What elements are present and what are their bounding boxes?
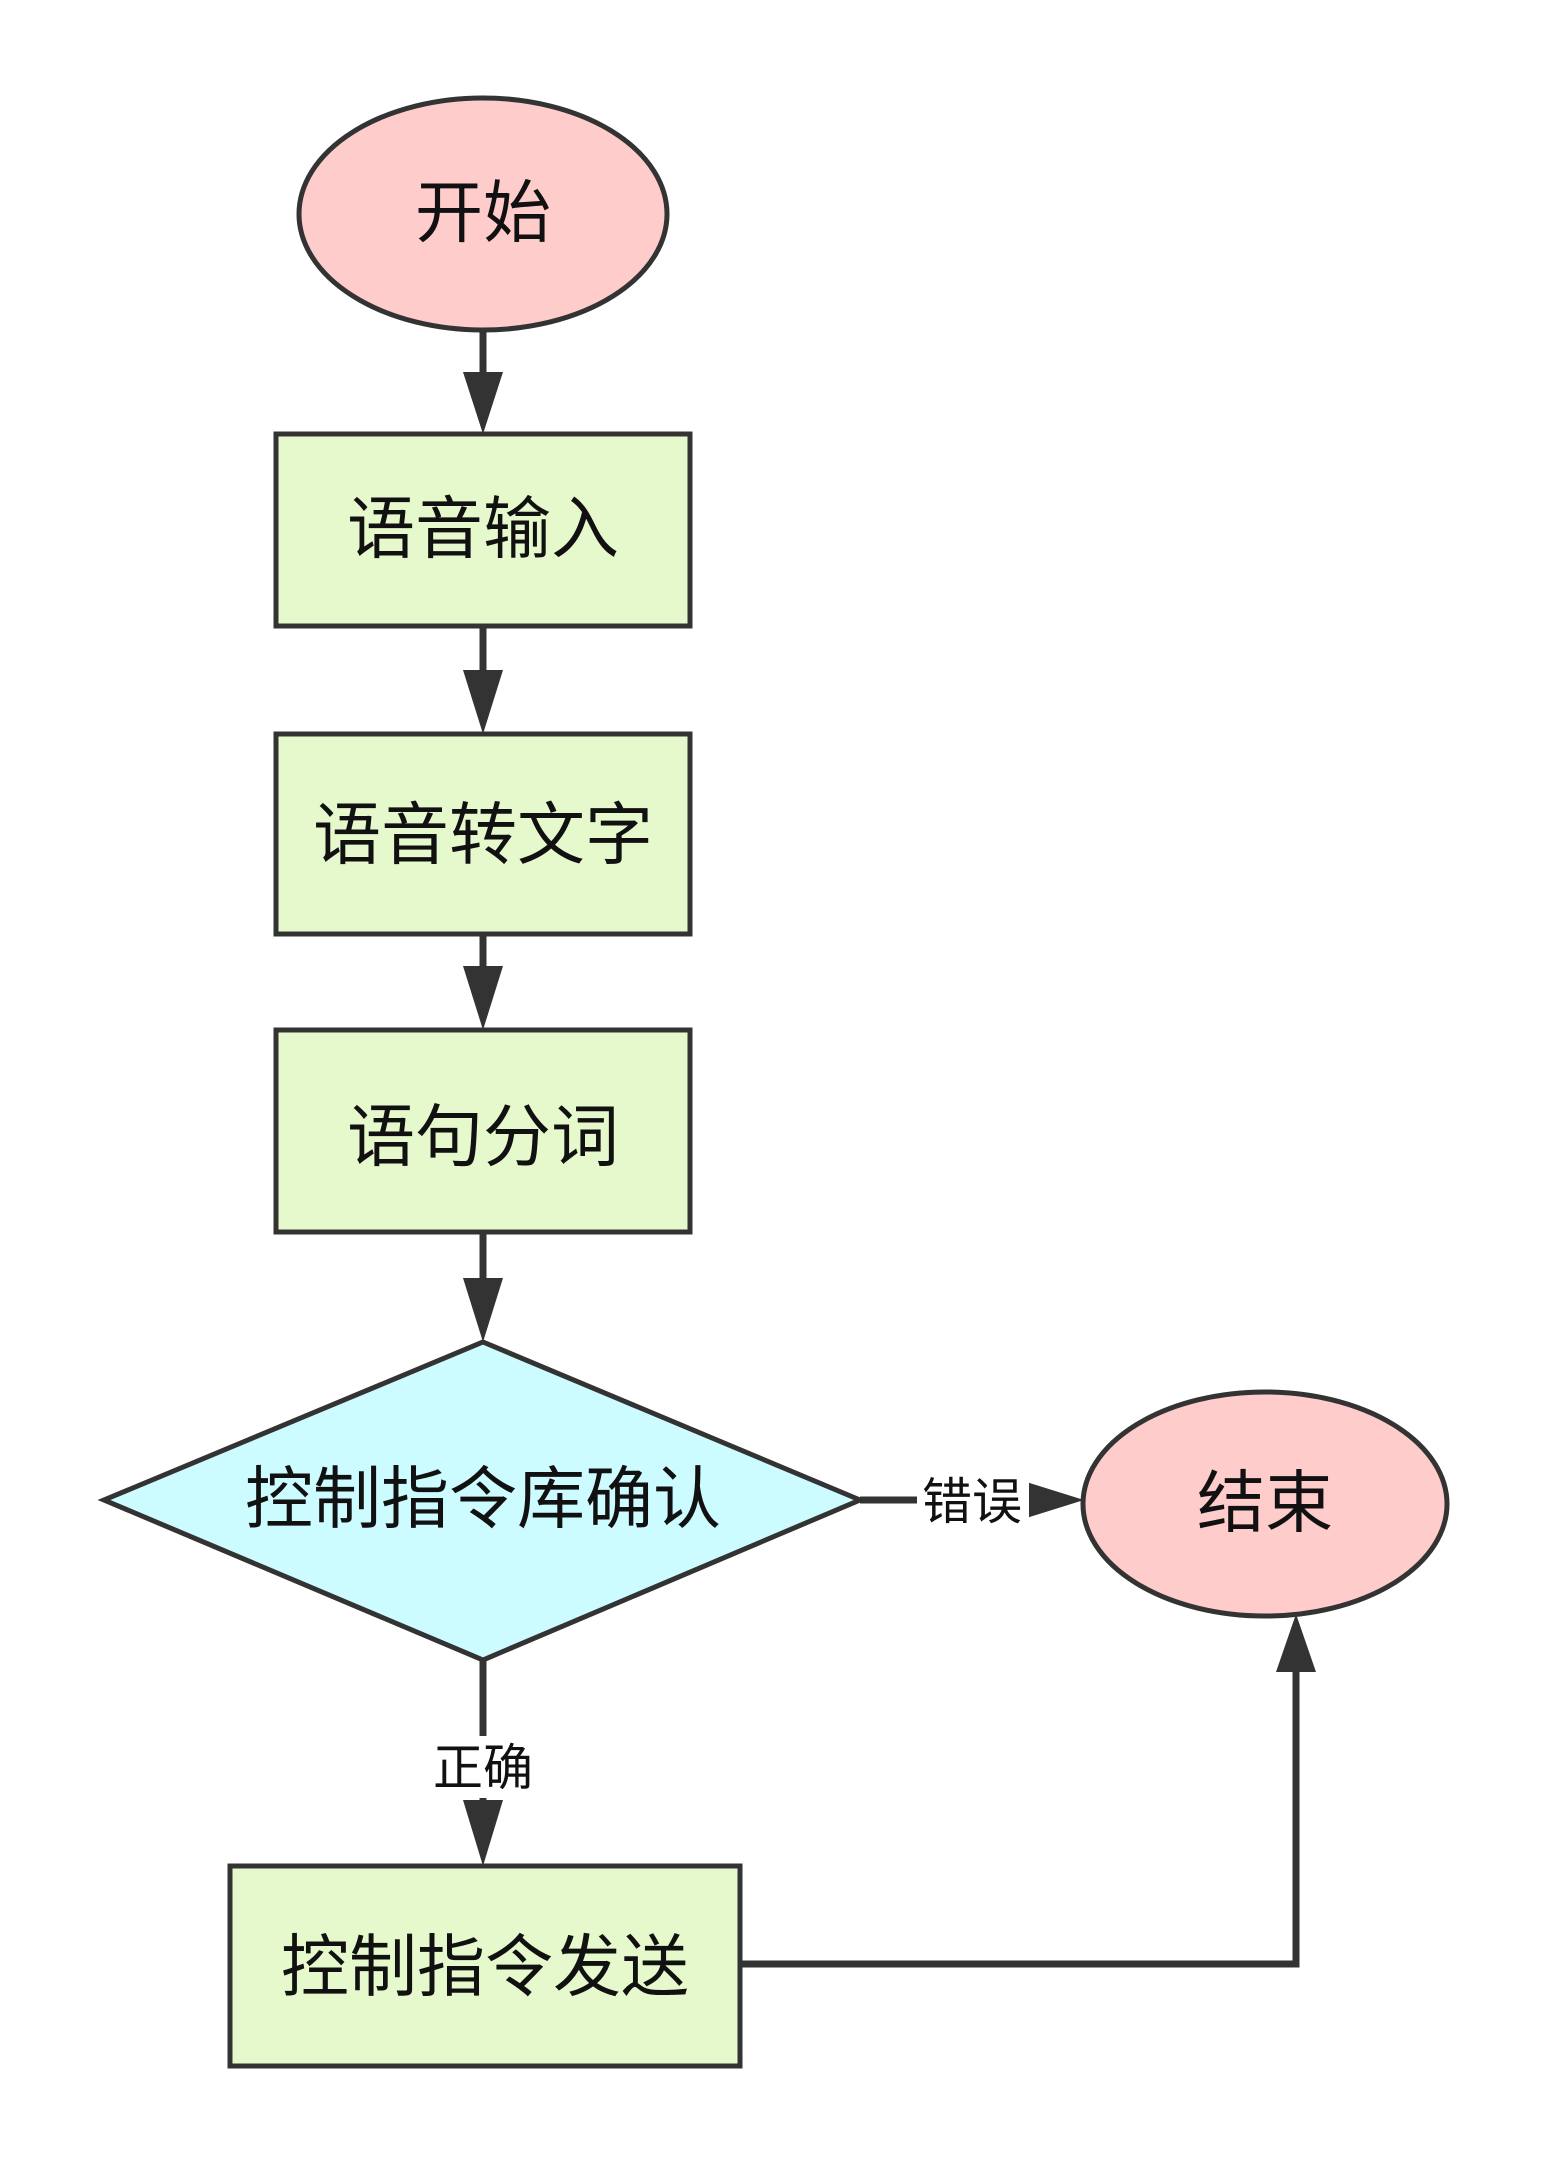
nodes: 开始 语音输入 语音转文字 语句分词 控制指令库确认 结束	[97, 95, 1450, 2069]
node-voice-input: 语音输入	[273, 431, 693, 629]
arrowhead-speech-to-text-to-segmentation	[463, 966, 503, 1030]
node-confirm: 控制指令库确认	[97, 1339, 867, 1663]
confirm-decision-shape	[97, 1339, 867, 1663]
edge-label-bg-correct	[425, 1736, 541, 1798]
speech-to-text-process-shape	[273, 731, 693, 937]
edges	[425, 330, 1316, 1968]
confirm-label: 控制指令库确认	[245, 1461, 721, 1540]
node-send: 控制指令发送	[227, 1863, 743, 2069]
speech-to-text-label: 语音转文字	[313, 797, 653, 876]
segmentation-label: 语句分词	[347, 1099, 619, 1178]
edge-label-bg-error	[917, 1470, 1029, 1532]
edge-labels: 错误 正确	[433, 1473, 1022, 1797]
edge-label-correct: 正确	[433, 1739, 533, 1797]
segmentation-process-shape	[273, 1027, 693, 1235]
node-end: 结束	[1080, 1389, 1450, 1619]
start-terminal-shape	[296, 95, 670, 333]
node-start: 开始	[296, 95, 670, 333]
end-label: 结束	[1197, 1465, 1333, 1544]
edge-send-to-end	[742, 1660, 1300, 1968]
voice-input-label: 语音输入	[347, 491, 619, 570]
arrowhead-voice-input-to-speech-to-text	[463, 670, 503, 734]
arrowhead-segmentation-to-confirm	[463, 1278, 503, 1342]
arrowhead-start-to-voice-input	[463, 372, 503, 434]
end-terminal-shape	[1080, 1389, 1450, 1619]
node-segmentation: 语句分词	[273, 1027, 693, 1235]
edge-label-error: 错误	[922, 1473, 1022, 1531]
arrowhead-send-to-end	[1276, 1614, 1316, 1672]
send-label: 控制指令发送	[281, 1929, 689, 2008]
send-process-shape	[227, 1863, 743, 2069]
arrowhead-confirm-to-send	[463, 1800, 503, 1866]
voice-input-process-shape	[273, 431, 693, 629]
node-speech-to-text: 语音转文字	[273, 731, 693, 937]
start-label: 开始	[415, 175, 551, 254]
arrowhead-confirm-to-end	[1020, 1480, 1084, 1520]
